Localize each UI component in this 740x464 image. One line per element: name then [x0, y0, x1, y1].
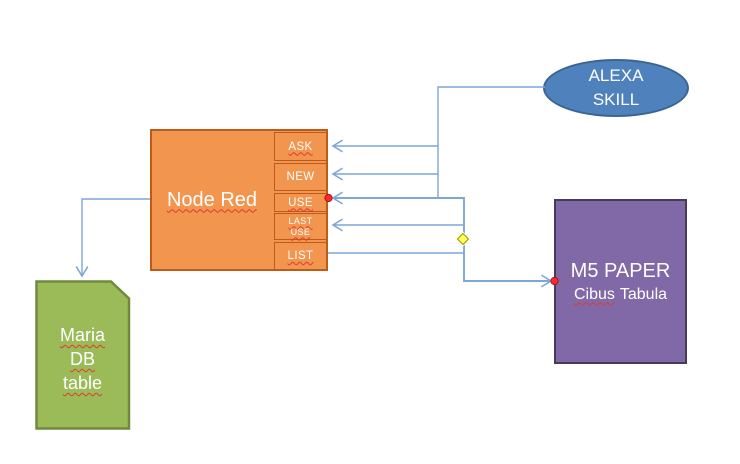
maria-db-title: Maria DB table	[35, 300, 130, 418]
port-list[interactable]: LIST	[274, 242, 327, 270]
m5-paper-subtitle-word2: Tabula	[619, 285, 668, 303]
port-use-label: USE	[288, 196, 313, 209]
connector-use-m5paper[interactable]	[333, 197, 551, 282]
m5-paper-title: M5 PAPER	[570, 259, 671, 282]
arrowhead-mariadb-icon	[75, 266, 89, 278]
m5-paper-subtitle-word1: Cibus	[573, 285, 615, 303]
port-new-label: NEW	[286, 171, 315, 183]
connector-alexa-trunk[interactable]	[437, 86, 545, 198]
arrowhead-new-icon	[331, 167, 343, 181]
node-red-title: Node Red	[150, 129, 274, 271]
arrowhead-ask-icon	[331, 139, 343, 153]
maria-db-title-text: Maria DB table	[59, 325, 105, 393]
maria-db-shape[interactable]	[35, 280, 131, 430]
arrowhead-last-use-icon	[331, 218, 343, 232]
port-list-label: LIST	[287, 250, 314, 262]
alexa-skill-label: ALEXA SKILL	[588, 66, 644, 109]
port-use[interactable]: USE	[274, 193, 327, 212]
endpoint-dot-use[interactable]	[324, 193, 333, 203]
port-new[interactable]: NEW	[274, 163, 327, 191]
alexa-skill-ellipse[interactable]: ALEXA SKILL	[543, 59, 689, 117]
port-last-use[interactable]: LAST USE	[274, 213, 327, 240]
endpoint-dot-m5paper[interactable]	[550, 276, 559, 286]
port-ask-label: ASK	[288, 140, 313, 153]
port-last-use-label: LAST USE	[288, 215, 313, 237]
port-ask[interactable]: ASK	[274, 132, 327, 161]
arrowhead-use-icon	[331, 191, 343, 205]
adjust-handle-diamond-icon[interactable]	[456, 232, 470, 246]
connector-nodered-mariadb[interactable]	[81, 198, 150, 276]
node-red-title-text: Node Red	[166, 188, 258, 211]
